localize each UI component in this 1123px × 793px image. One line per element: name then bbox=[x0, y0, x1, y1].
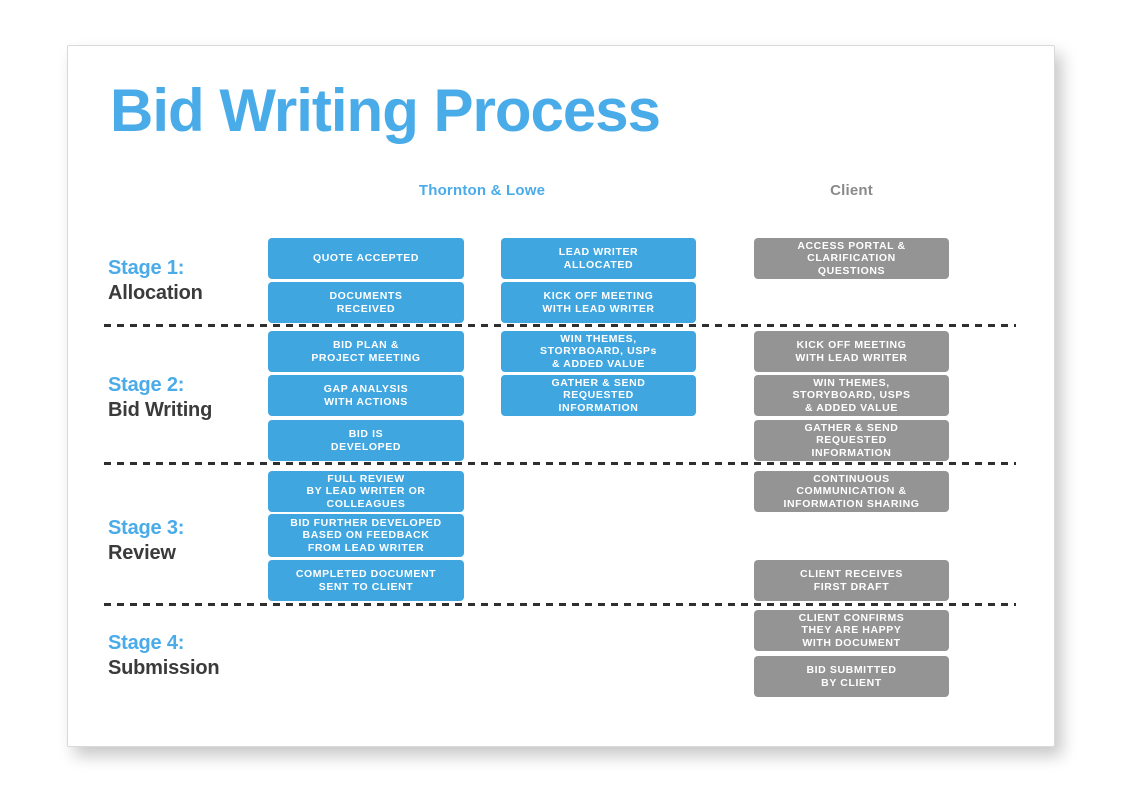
stage-3-label: Stage 3: bbox=[108, 517, 185, 539]
box-completed-document-sent: COMPLETED DOCUMENT SENT TO CLIENT bbox=[268, 560, 464, 601]
stage-4-label-block: Stage 4: Submission bbox=[108, 631, 220, 681]
box-bid-further-developed: BID FURTHER DEVELOPED BASED ON FEEDBACK … bbox=[268, 514, 464, 557]
column-header-thornton-lowe: Thornton & Lowe bbox=[418, 182, 546, 199]
box-win-themes-client: WIN THEMES, STORYBOARD, USPS & ADDED VAL… bbox=[754, 375, 949, 416]
page-title: Bid Writing Process bbox=[110, 77, 661, 144]
stage-divider-3 bbox=[104, 603, 1016, 606]
box-bid-submitted-by-client: BID SUBMITTED BY CLIENT bbox=[754, 656, 949, 697]
box-continuous-communication: CONTINUOUS COMMUNICATION & INFORMATION S… bbox=[754, 471, 949, 512]
stage-3-label-block: Stage 3: Review bbox=[108, 516, 184, 566]
box-win-themes-tl: WIN THEMES, STORYBOARD, USPs & ADDED VAL… bbox=[501, 331, 696, 372]
poster-card: Bid Writing Process Thornton & Lowe Clie… bbox=[67, 45, 1055, 747]
box-documents-received: DOCUMENTS RECEIVED bbox=[268, 282, 464, 323]
stage-divider-2 bbox=[104, 462, 1016, 465]
stage-4-label: Stage 4: bbox=[108, 632, 185, 654]
box-client-receives-first-draft: CLIENT RECEIVES FIRST DRAFT bbox=[754, 560, 949, 601]
column-header-client: Client bbox=[830, 182, 873, 199]
stage-4-name: Submission bbox=[108, 657, 220, 679]
stage-2-label: Stage 2: bbox=[108, 374, 185, 396]
stage-1-label-block: Stage 1: Allocation bbox=[108, 256, 203, 306]
stage-2-name: Bid Writing bbox=[108, 399, 213, 421]
box-gap-analysis-actions: GAP ANALYSIS WITH ACTIONS bbox=[268, 375, 464, 416]
box-gather-send-tl: GATHER & SEND REQUESTED INFORMATION bbox=[501, 375, 696, 416]
box-gather-send-client: GATHER & SEND REQUESTED INFORMATION bbox=[754, 420, 949, 461]
stage-1-label: Stage 1: bbox=[108, 257, 185, 279]
box-quote-accepted: QUOTE ACCEPTED bbox=[268, 238, 464, 279]
box-kick-off-meeting-client: KICK OFF MEETING WITH LEAD WRITER bbox=[754, 331, 949, 372]
box-client-confirms-happy: CLIENT CONFIRMS THEY ARE HAPPY WITH DOCU… bbox=[754, 610, 949, 651]
box-full-review: FULL REVIEW BY LEAD WRITER OR COLLEAGUES bbox=[268, 471, 464, 512]
stage-3-name: Review bbox=[108, 542, 176, 564]
box-bid-plan-project-meeting: BID PLAN & PROJECT MEETING bbox=[268, 331, 464, 372]
stage-1-name: Allocation bbox=[108, 282, 203, 304]
box-bid-is-developed: BID IS DEVELOPED bbox=[268, 420, 464, 461]
box-access-portal-clarification: ACCESS PORTAL & CLARIFICATION QUESTIONS bbox=[754, 238, 949, 279]
stage-2-label-block: Stage 2: Bid Writing bbox=[108, 373, 212, 423]
box-kick-off-meeting-tl: KICK OFF MEETING WITH LEAD WRITER bbox=[501, 282, 696, 323]
stage-divider-1 bbox=[104, 324, 1016, 327]
box-lead-writer-allocated: LEAD WRITER ALLOCATED bbox=[501, 238, 696, 279]
